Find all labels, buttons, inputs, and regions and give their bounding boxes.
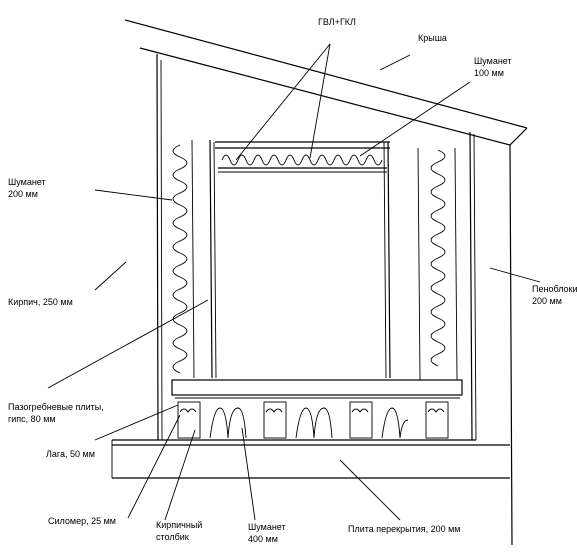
- label-slab: Плита перекрытия, 200 мм: [348, 524, 461, 534]
- ceiling-insulation: [221, 154, 383, 166]
- label-shumanet-200-line1: Шуманет: [8, 177, 46, 187]
- roof-lines: [124, 19, 528, 146]
- floor-structure: [171, 379, 463, 439]
- label-gvl-gkl: ГВЛ+ГКЛ: [318, 17, 356, 27]
- label-tongue-groove-line1: Пазогребневые плиты,: [8, 402, 104, 412]
- label-brick-post-line1: Кирпичный: [156, 520, 203, 530]
- label-shumanet-200-line2: 200 мм: [8, 189, 38, 199]
- left-wall-insulation: [172, 144, 188, 374]
- label-foam-line1: Пеноблоки: [532, 284, 577, 294]
- label-silomer: Силомер, 25 мм: [48, 516, 116, 526]
- label-roof: Крыша: [418, 33, 447, 43]
- label-shumanet-100-line1: Шуманет: [474, 56, 512, 66]
- label-lag: Лага, 50 мм: [46, 449, 95, 459]
- label-foam-line2: 200 мм: [532, 296, 562, 306]
- floor-slab: [111, 439, 510, 479]
- right-wall-insulation: [430, 149, 446, 367]
- label-shumanet-100-line2: 100 мм: [474, 68, 504, 78]
- label-shumanet-400-line2: 400 мм: [248, 534, 278, 544]
- inner-walls: [209, 139, 391, 379]
- label-brick-post-line2: столбик: [156, 532, 189, 542]
- label-brick: Кирпич, 250 мм: [8, 297, 73, 307]
- label-shumanet-400-line1: Шуманет: [248, 522, 286, 532]
- outer-walls: [156, 53, 513, 546]
- label-tongue-groove-line2: гипс, 80 мм: [8, 414, 56, 424]
- leader-lines: [47, 43, 541, 521]
